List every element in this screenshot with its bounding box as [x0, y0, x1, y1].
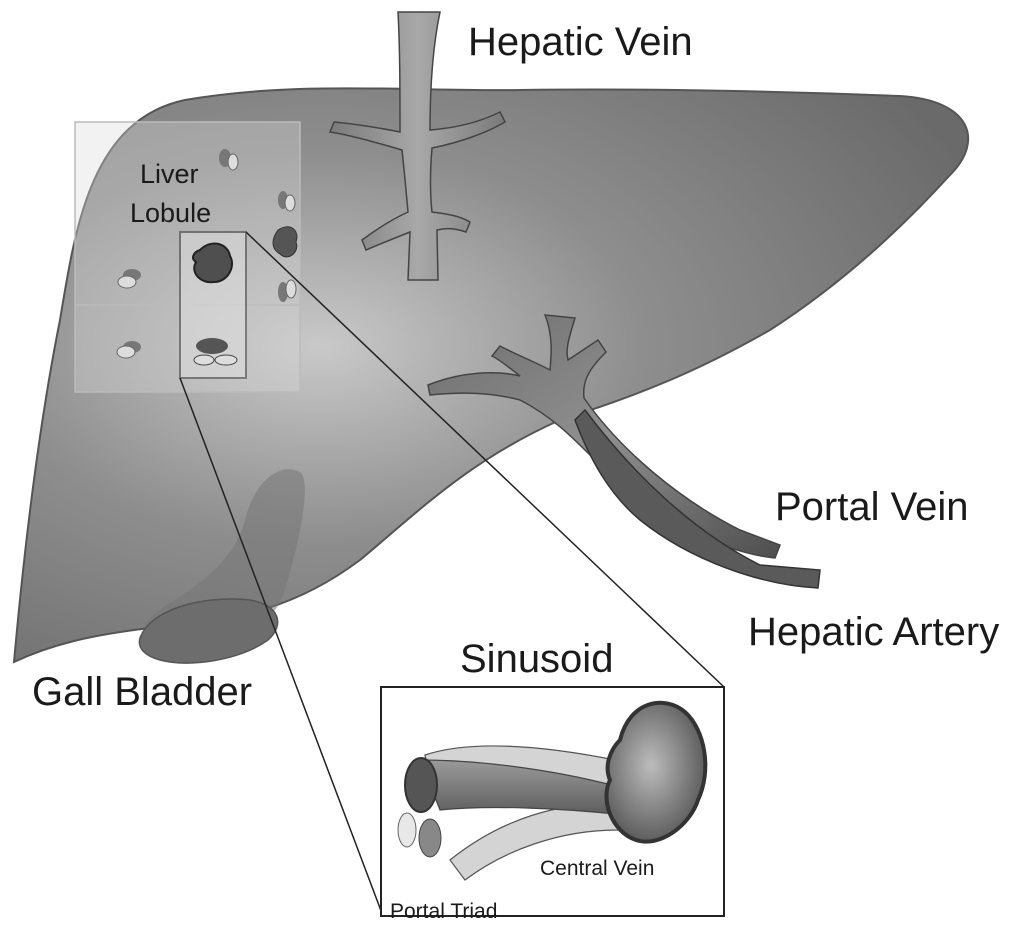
- central-vein-label: Central Vein: [540, 857, 654, 880]
- portal-triad-label: Portal Triad: [390, 900, 497, 923]
- hepatic-artery-label: Hepatic Artery: [748, 610, 999, 654]
- liver-lobule-label-line1: Liver: [140, 159, 199, 189]
- sinusoid-label: Sinusoid: [460, 637, 613, 681]
- gall-bladder-label: Gall Bladder: [32, 670, 252, 714]
- sinusoid-inset: [381, 687, 724, 916]
- lobule-selection-box: [180, 232, 246, 378]
- hepatic-vein-label: Hepatic Vein: [468, 20, 693, 64]
- liver-lobule-label-line2: Lobule: [130, 198, 211, 228]
- portal-vein-label: Portal Vein: [775, 485, 968, 529]
